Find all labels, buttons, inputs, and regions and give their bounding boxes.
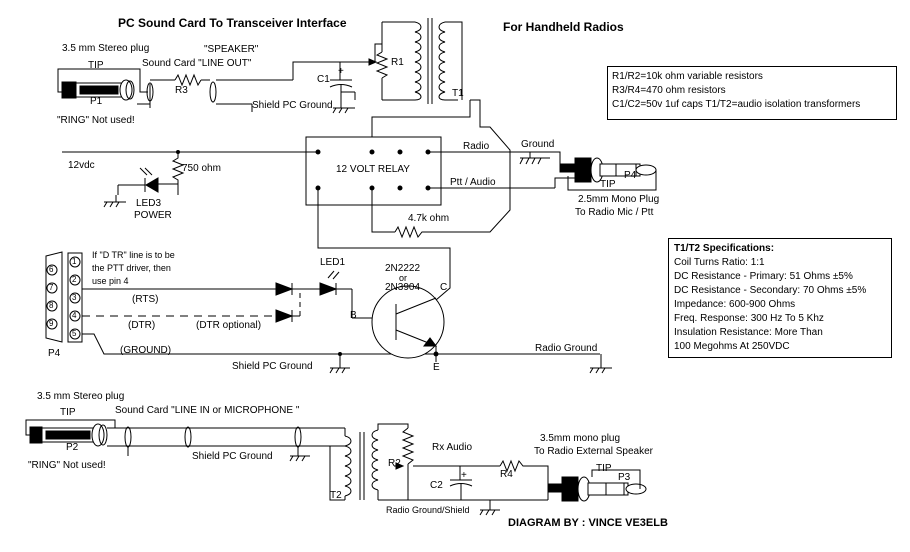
spec-line: Insulation Resistance: More Than <box>674 327 823 338</box>
db9-pin: 3 <box>72 293 77 302</box>
shield-pc-ground-top: Shield PC Ground <box>252 100 333 111</box>
rx-audio-label: Rx Audio <box>432 442 473 453</box>
db9-pin: 7 <box>49 283 54 292</box>
p2-plug <box>29 423 108 447</box>
spec-line: Freq. Response: 300 Hz To 5 Khz <box>674 313 824 324</box>
p4-tip-label: TIP <box>600 179 616 190</box>
db9-pin: 8 <box>49 301 54 310</box>
r1-label: R1 <box>391 57 404 68</box>
to-ext-speaker-label: To Radio External Speaker <box>534 446 653 457</box>
p1-ring-label: "RING" Not used! <box>57 115 135 126</box>
line-out-label: Sound Card "LINE OUT" <box>142 58 252 69</box>
db9-pin: 9 <box>49 319 54 328</box>
p1-plug <box>61 79 135 101</box>
radio-ground-label: Radio Ground <box>535 343 598 354</box>
power-label: POWER <box>134 210 172 221</box>
rts-label: (RTS) <box>132 294 159 305</box>
p4-mono-plug <box>559 157 657 183</box>
p1-label: P1 <box>90 96 103 107</box>
q-2n2222-label: 2N2222 <box>385 263 421 274</box>
line-in-label: Sound Card "LINE IN or MICROPHONE " <box>115 405 300 416</box>
r47k-label: 4.7k ohm <box>408 213 450 224</box>
legend-line: R3/R4=470 ohm resistors <box>612 85 726 96</box>
p2-tip-label: TIP <box>60 407 76 418</box>
led3-label: LED3 <box>136 198 162 209</box>
radio-label: Radio <box>463 141 490 152</box>
c1-plus: + <box>338 66 344 77</box>
spec-line: Coil Turns Ratio: 1:1 <box>674 257 765 268</box>
relay-label: 12 VOLT RELAY <box>336 164 410 175</box>
dtr-note-line: use pin 4 <box>92 276 129 286</box>
q-2n3904-label: 2N3904 <box>385 282 421 293</box>
r3-label: R3 <box>175 85 188 96</box>
c2-label: C2 <box>430 480 443 491</box>
legend-line: R1/R2=10k ohm variable resistors <box>612 71 763 82</box>
p1-plug-label: 3.5 mm Stereo plug <box>62 43 150 54</box>
legend-box: R1/R2=10k ohm variable resistors R3/R4=4… <box>607 66 897 120</box>
12vdc-label: 12vdc <box>68 160 95 171</box>
dtr-label: (DTR) <box>128 320 156 331</box>
spec-box: T1/T2 Specifications: Coil Turns Ratio: … <box>668 238 892 358</box>
p1-tip-label: TIP <box>88 60 104 71</box>
shield-pc-ground-bot: Shield PC Ground <box>192 451 273 462</box>
p3-tip-label: TIP <box>596 463 612 474</box>
p3-mono-plug <box>547 476 647 502</box>
spec-line: DC Resistance - Secondary: 70 Ohms ±5% <box>674 285 867 296</box>
spec-line: DC Resistance - Primary: 51 Ohms ±5% <box>674 271 853 282</box>
radio-ground-shield-label: Radio Ground/Shield <box>386 505 470 515</box>
r750-label: 750 ohm <box>182 163 221 174</box>
ground-label: Ground <box>521 139 555 150</box>
r2-label: R2 <box>388 458 401 469</box>
spec-heading: T1/T2 Specifications: <box>674 243 775 254</box>
credit-label: DIAGRAM BY : VINCE VE3ELB <box>508 517 668 529</box>
db9-pin: 1 <box>72 257 77 266</box>
speaker-label: "SPEAKER" <box>204 44 259 55</box>
mono-plug-25-label: 2.5mm Mono Plug <box>578 194 660 205</box>
q-or-label: or <box>399 273 408 283</box>
db9-pin: 2 <box>72 275 77 284</box>
dtr-optional-label: (DTR optional) <box>196 320 262 331</box>
to-radio-mic-label: To Radio Mic / Ptt <box>575 207 654 218</box>
c2-plus: + <box>461 470 467 481</box>
dtr-note-line: the PTT driver, then <box>92 263 171 273</box>
db9-ground-label: (GROUND) <box>120 345 172 356</box>
db9-pin: 5 <box>72 329 77 338</box>
p2-ring-label: "RING" Not used! <box>28 460 106 471</box>
db9-pin: 4 <box>72 311 77 320</box>
ptt-audio-label: Ptt / Audio <box>450 177 496 188</box>
spec-line: 100 Megohms At 250VDC <box>674 341 790 352</box>
p2-plug-label: 3.5 mm Stereo plug <box>37 391 125 402</box>
p4-label: P4 <box>624 170 637 181</box>
mono-plug-35-label: 3.5mm mono plug <box>540 433 621 444</box>
p4-db9-label: P4 <box>48 348 61 359</box>
diagram-subtitle: For Handheld Radios <box>503 20 624 34</box>
t1-label: T1 <box>452 88 464 99</box>
dtr-note-line: If "D TR" line is to be <box>92 250 175 260</box>
db9-pin: 6 <box>49 265 54 274</box>
p3-label: P3 <box>618 472 631 483</box>
spec-line: Impedance: 600-900 Ohms <box>674 299 796 310</box>
emitter-label: E <box>433 362 440 373</box>
diagram-title: PC Sound Card To Transceiver Interface <box>118 16 347 30</box>
p2-label: P2 <box>66 442 79 453</box>
led1-label: LED1 <box>320 257 346 268</box>
c1-label: C1 <box>317 74 330 85</box>
base-label: B <box>350 310 357 321</box>
t2-label: T2 <box>330 490 342 501</box>
r4-label: R4 <box>500 469 513 480</box>
collector-label: C <box>440 282 448 293</box>
shield-pc-ground-mid: Shield PC Ground <box>232 361 313 372</box>
legend-line: C1/C2=50v 1uf caps T1/T2=audio isolation… <box>612 99 861 110</box>
